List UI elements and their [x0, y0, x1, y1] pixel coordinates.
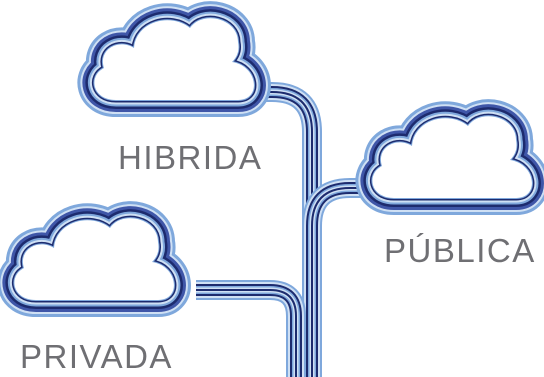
branch-publica [302, 178, 384, 377]
cloud-publica-icon [372, 116, 532, 198]
label-publica: PÚBLICA [384, 232, 536, 269]
label-hibrida: HIBRIDA [118, 139, 263, 176]
branch-lines [196, 82, 384, 377]
branch-hibrida [258, 82, 322, 377]
branch-privada [196, 280, 306, 377]
cloud-privada-icon [14, 218, 174, 300]
cloud-hibrida-icon [94, 18, 254, 100]
label-privada: PRIVADA [20, 338, 173, 375]
